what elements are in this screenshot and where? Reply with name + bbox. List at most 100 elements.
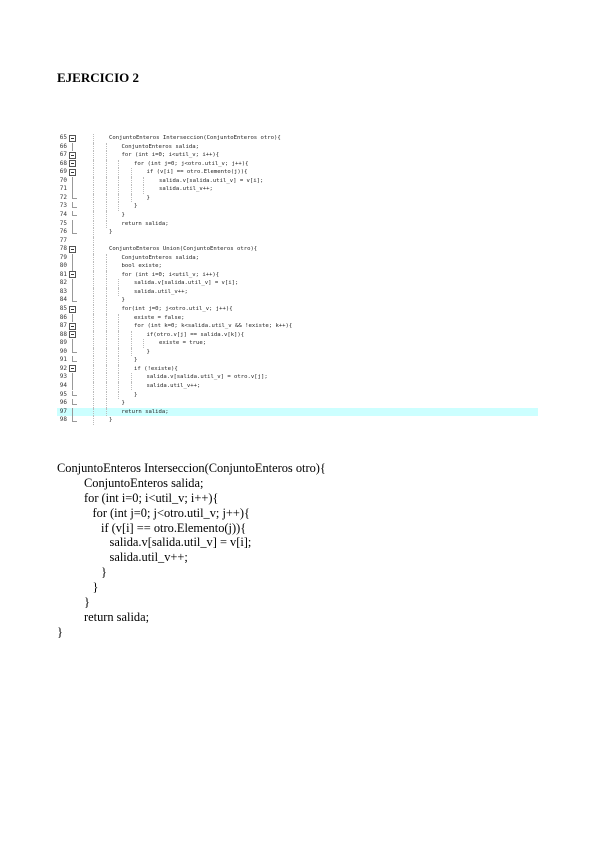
- indent-guide: [105, 262, 107, 271]
- editor-line: 77: [57, 236, 538, 246]
- fold-toggle-icon[interactable]: [69, 168, 76, 176]
- fold-guide: [72, 142, 73, 152]
- fold-toggle-icon[interactable]: [69, 365, 76, 373]
- code-text: salida.util_v++;: [134, 288, 188, 295]
- line-number: 73: [59, 202, 67, 210]
- line-number: 96: [59, 399, 67, 407]
- indent-guide: [93, 185, 94, 194]
- indent-guide: [93, 193, 94, 203]
- fold-toggle-icon[interactable]: [69, 151, 76, 159]
- indent-guide: [118, 159, 119, 169]
- indent-guide: [118, 202, 119, 211]
- indent-guide: [105, 399, 107, 408]
- indent-guide: [130, 347, 132, 357]
- code-text: }: [121, 297, 125, 304]
- code-listing-line: }: [92, 580, 99, 595]
- indent-guide: [93, 262, 94, 271]
- indent-guide: [93, 339, 94, 348]
- fold-toggle-icon[interactable]: [69, 322, 76, 330]
- line-number: 79: [59, 253, 67, 261]
- indent-guide: [118, 364, 119, 374]
- code-listing-line: }: [57, 624, 63, 639]
- fold-toggle-icon[interactable]: [69, 331, 76, 339]
- code-text: for(int j=0; j<otro.util_v; j++){: [121, 306, 233, 312]
- indent-guide: [130, 176, 132, 186]
- indent-guide: [93, 373, 94, 382]
- fold-toggle-icon[interactable]: [69, 245, 76, 253]
- line-number: 68: [59, 159, 67, 167]
- editor-line: 82 salida.v[salida.util_v] = v[i];: [57, 279, 538, 288]
- code-listing: ConjuntoEnteros Interseccion(ConjuntoEnt…: [57, 461, 557, 640]
- line-number: 78: [59, 245, 67, 253]
- code-listing-line: ConjuntoEnteros Interseccion(ConjuntoEnt…: [57, 461, 326, 475]
- code-text: salida.v[salida.util_v] = otro.v[j];: [146, 374, 268, 381]
- editor-line: 68 for (int j=0; j<otro.util_v; j++){: [57, 159, 538, 169]
- fold-guide: [72, 253, 73, 263]
- indent-guide: [105, 151, 107, 160]
- indent-guide: [118, 176, 119, 186]
- line-number: 67: [59, 151, 67, 159]
- code-listing-line: }: [101, 565, 107, 580]
- fold-toggle-icon[interactable]: [69, 305, 76, 313]
- editor-line: 73}: [57, 202, 538, 211]
- indent-guide: [105, 270, 107, 280]
- indent-guide: [105, 322, 107, 331]
- indent-guide: [93, 151, 94, 160]
- line-number: 77: [59, 236, 67, 244]
- indent-guide: [118, 347, 119, 357]
- line-number: 66: [59, 142, 67, 150]
- editor-line: 78 ConjuntoEnteros Union(ConjuntoEnteros …: [57, 245, 538, 254]
- line-number: 76: [59, 228, 67, 236]
- line-number: 82: [59, 279, 67, 287]
- editor-line: 95}: [57, 390, 538, 400]
- indent-guide: [130, 330, 132, 340]
- indent-guide: [118, 185, 119, 194]
- code-text: ConjuntoEnteros Union(ConjuntoEnteros ot…: [109, 246, 258, 253]
- indent-guide: [105, 296, 107, 305]
- line-number: 86: [59, 313, 67, 321]
- indent-guide: [93, 228, 94, 237]
- editor-line: 76}: [57, 228, 538, 237]
- indent-guide: [93, 399, 94, 408]
- line-number: 98: [59, 416, 67, 424]
- fold-guide: [72, 373, 73, 382]
- indent-guide: [105, 364, 107, 374]
- line-number: 89: [59, 339, 67, 347]
- fold-toggle-icon[interactable]: [69, 134, 76, 142]
- code-listing-line: return salida;: [84, 609, 150, 624]
- indent-guide: [93, 134, 94, 143]
- fold-guide: [72, 279, 73, 288]
- line-number: 94: [59, 381, 67, 389]
- fold-guide: [72, 381, 73, 391]
- indent-guide: [93, 279, 94, 288]
- indent-guide: [105, 407, 107, 417]
- code-text: for (int j=0; j<otro.util_v; j++){: [134, 160, 249, 167]
- fold-toggle-icon[interactable]: [69, 271, 76, 279]
- fold-guide: [72, 219, 73, 229]
- line-number: 90: [59, 347, 67, 355]
- indent-guide: [105, 193, 107, 203]
- fold-end-marker: [72, 202, 77, 208]
- fold-guide: [72, 407, 73, 417]
- editor-line: 79 ConjuntoEnteros salida;: [57, 253, 538, 263]
- indent-guide: [93, 142, 94, 152]
- line-number: 81: [59, 270, 67, 278]
- code-text: existe = true;: [159, 340, 207, 347]
- line-number: 65: [59, 134, 67, 141]
- editor-line: 74}: [57, 210, 538, 220]
- line-number: 70: [59, 176, 67, 184]
- code-text: ConjuntoEnteros salida;: [121, 254, 199, 261]
- code-text: salida.v[salida.util_v] = v[i];: [159, 177, 264, 184]
- editor-line: 98}: [57, 416, 538, 425]
- code-text: }: [146, 348, 150, 355]
- code-text: salida.v[salida.util_v] = v[i];: [134, 280, 239, 287]
- indent-guide: [130, 373, 132, 382]
- editor-line: 70 salida.v[salida.util_v] = v[i];: [57, 176, 538, 186]
- fold-toggle-icon[interactable]: [69, 160, 76, 168]
